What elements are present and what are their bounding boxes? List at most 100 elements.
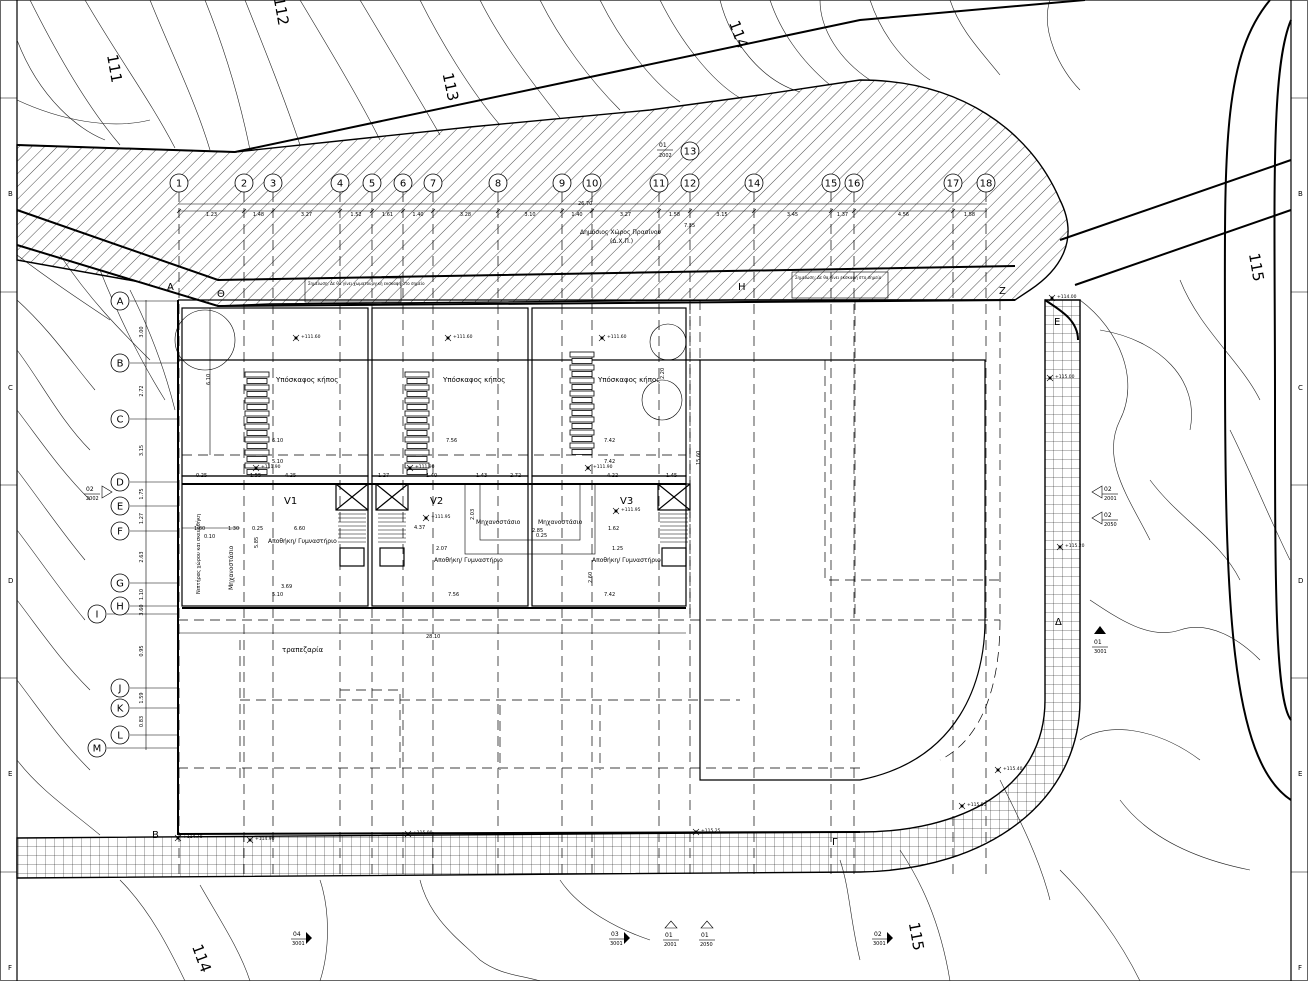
column-dimension: 3.10 bbox=[524, 212, 535, 218]
grid-column-bubble: 5 bbox=[362, 173, 382, 193]
level-marker: +115.40 bbox=[994, 766, 1023, 774]
svg-text:17: 17 bbox=[947, 179, 960, 190]
svg-text:12: 12 bbox=[684, 179, 697, 190]
svg-text:10: 10 bbox=[586, 179, 599, 190]
svg-text:6.60: 6.60 bbox=[294, 526, 305, 532]
storage-label: Αποθήκη/ Γυμναστήριο bbox=[434, 557, 503, 564]
svg-text:0.25: 0.25 bbox=[196, 473, 207, 479]
border-letter-right: E bbox=[1298, 770, 1302, 778]
svg-text:2.85: 2.85 bbox=[532, 528, 543, 534]
row-dimension: 3.15 bbox=[139, 445, 145, 456]
tree-icon bbox=[649, 323, 687, 361]
road-label-abbrev: (Δ.Χ.Π.) bbox=[610, 238, 633, 245]
garden-label: Υπόσκαφος κήπος bbox=[597, 376, 660, 384]
tree-icon bbox=[641, 379, 683, 421]
svg-text:2.07: 2.07 bbox=[436, 546, 447, 552]
svg-text:+111.60: +111.60 bbox=[607, 334, 627, 340]
section-marker-bottom-2: 03 3001 bbox=[609, 931, 630, 947]
border-letter-left: D bbox=[8, 577, 13, 585]
column-dimension: 1.58 bbox=[669, 212, 680, 218]
paved-walkway bbox=[16, 299, 1081, 879]
border-letter-right: D bbox=[1298, 577, 1303, 585]
road-label: Δημόσιος Χώρος Πρασίνου bbox=[580, 229, 662, 236]
svg-text:+115.20: +115.20 bbox=[1065, 543, 1085, 549]
contour-label: 113 bbox=[439, 71, 463, 103]
row-dimension: 1.59 bbox=[139, 692, 145, 703]
grid-column-bubble: 16 bbox=[844, 173, 864, 193]
tree-icon bbox=[174, 309, 236, 371]
svg-text:+115.40: +115.40 bbox=[1003, 766, 1023, 772]
contour-label: 112 bbox=[270, 0, 293, 27]
svg-text:C: C bbox=[117, 415, 124, 426]
svg-text:15.60: 15.60 bbox=[696, 451, 702, 465]
column-dimension: 3.27 bbox=[301, 212, 312, 218]
svg-text:+115.25: +115.25 bbox=[701, 828, 721, 834]
border-letter-left: E bbox=[8, 770, 12, 778]
grid-column-bubble: 14 bbox=[744, 173, 764, 193]
grid-column-bubble: 6 bbox=[393, 173, 413, 193]
level-marker: +111.90 bbox=[252, 464, 281, 472]
svg-text:15: 15 bbox=[825, 179, 838, 190]
svg-text:F: F bbox=[117, 527, 123, 538]
dashed-outlines bbox=[178, 300, 1001, 780]
contour-label: 115 bbox=[905, 921, 928, 952]
svg-text:+115.00: +115.00 bbox=[413, 830, 433, 836]
mechanical-room-label: Μηχανοστάσιο bbox=[538, 519, 583, 526]
svg-text:1.25: 1.25 bbox=[612, 546, 623, 552]
row-dimension: 2.72 bbox=[139, 385, 145, 396]
svg-text:1.80: 1.80 bbox=[194, 526, 205, 532]
svg-text:4.25: 4.25 bbox=[285, 473, 296, 479]
svg-text:2.20: 2.20 bbox=[660, 368, 666, 379]
svg-text:7: 7 bbox=[430, 179, 436, 190]
svg-text:3001: 3001 bbox=[610, 941, 623, 947]
garden-label: Υπόσκαφος κήπος bbox=[442, 376, 505, 384]
section-marker-right-1: 02 2001 bbox=[1091, 485, 1118, 502]
svg-text:+111.95: +111.95 bbox=[431, 514, 451, 520]
svg-text:4.22: 4.22 bbox=[607, 473, 618, 479]
grid-column-bubble: 3 bbox=[263, 173, 283, 193]
border-letter-left: C bbox=[8, 384, 13, 392]
level-marker: +111.90 bbox=[406, 464, 435, 472]
note-text: Σημείωση: Δε θα γίνει εκσκαφή στο σημείο bbox=[795, 275, 882, 280]
border-letter-left: B bbox=[8, 190, 13, 198]
svg-text:L: L bbox=[117, 731, 123, 742]
svg-text:4: 4 bbox=[337, 179, 343, 190]
grid-row-bubble: M bbox=[87, 738, 107, 758]
mechanical-room-label: Μηχανοστάσιο bbox=[228, 545, 235, 590]
svg-text:+111.60: +111.60 bbox=[453, 334, 473, 340]
grid-column-bubble: 4 bbox=[330, 173, 350, 193]
row-dimension: 1.27 bbox=[139, 513, 145, 524]
column-dimension: 4.56 bbox=[898, 212, 909, 218]
svg-text:2001: 2001 bbox=[1104, 496, 1117, 502]
section-marker-bottom-5: 02 3001 bbox=[872, 931, 893, 947]
svg-text:+114.70: +114.70 bbox=[183, 834, 203, 840]
unit-v2 bbox=[371, 307, 529, 607]
level-marker: +111.95 bbox=[422, 514, 451, 522]
svg-text:9: 9 bbox=[559, 179, 565, 190]
svg-text:02: 02 bbox=[86, 486, 94, 493]
section-marker-left: 02 2002 bbox=[84, 485, 113, 502]
column-dimension: 3.15 bbox=[716, 212, 727, 218]
row-dimension: 3.00 bbox=[139, 326, 145, 337]
column-dimension: 1.52 bbox=[350, 212, 361, 218]
svg-text:1.27: 1.27 bbox=[378, 473, 389, 479]
level-marker: +115.55 bbox=[958, 802, 987, 810]
svg-text:3001: 3001 bbox=[292, 941, 305, 947]
note-text: Σημείωση: Δε θα γίνει χωματουργική εκσκα… bbox=[308, 281, 425, 286]
row-dimension: 0.95 bbox=[139, 645, 145, 656]
svg-text:6: 6 bbox=[400, 179, 406, 190]
svg-text:M: M bbox=[93, 744, 102, 755]
svg-text:1: 1 bbox=[176, 179, 182, 190]
terrain-contours bbox=[16, 0, 1291, 981]
corner-letter: Δ bbox=[1055, 617, 1062, 628]
svg-text:0.10: 0.10 bbox=[204, 534, 215, 540]
svg-text:02: 02 bbox=[1104, 486, 1112, 493]
grid-column-bubble: 9 bbox=[552, 173, 572, 193]
grid-row-bubble: E bbox=[110, 496, 130, 516]
level-marker: +115.00 bbox=[404, 830, 433, 838]
section-marker-right-2: 02 2050 bbox=[1091, 511, 1118, 528]
svg-text:03: 03 bbox=[611, 931, 619, 938]
public-green-strip bbox=[16, 79, 1069, 307]
svg-text:2002: 2002 bbox=[86, 496, 99, 502]
svg-text:02: 02 bbox=[874, 931, 882, 938]
